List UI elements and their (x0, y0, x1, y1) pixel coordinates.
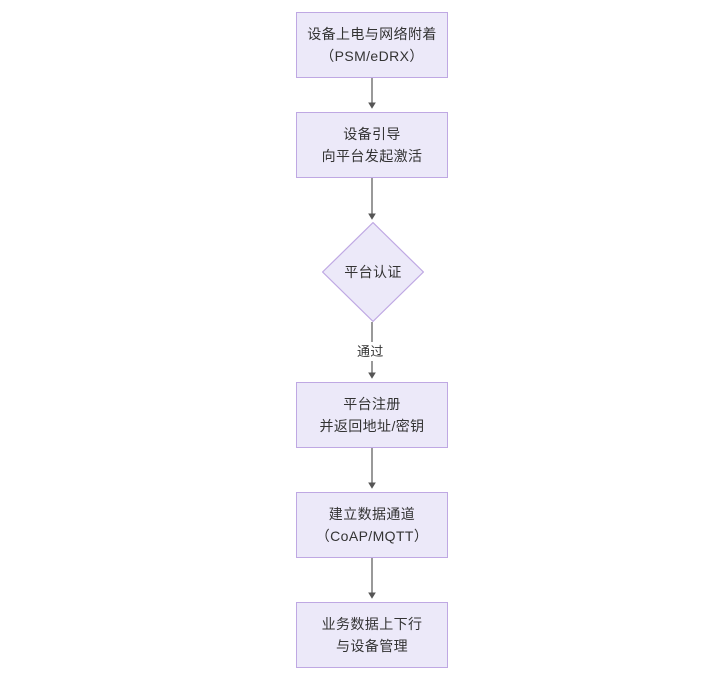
flow-node-line: 并返回地址/密钥 (319, 418, 425, 434)
flow-node-platform-authentication[interactable]: 平台认证 (322, 222, 424, 322)
flow-node-line: 与设备管理 (336, 638, 408, 654)
flow-node-device-bootstrap-activation[interactable]: 设备引导 向平台发起激活 (296, 112, 448, 178)
diamond-shape-icon (322, 222, 424, 322)
flow-node-line: （PSM/eDRX） (320, 48, 424, 64)
flow-node-line: 平台认证 (344, 264, 402, 280)
flow-node-line: （CoAP/MQTT） (315, 528, 429, 544)
flow-node-establish-data-channel[interactable]: 建立数据通道 （CoAP/MQTT） (296, 492, 448, 558)
flow-node-line: 设备引导 (343, 126, 401, 142)
edge-label-pass: 通过 (355, 342, 386, 361)
flow-node-line: 建立数据通道 (328, 506, 416, 522)
flow-node-business-data-device-management[interactable]: 业务数据上下行 与设备管理 (296, 602, 448, 668)
flow-node-line: 设备上电与网络附着 (307, 26, 437, 42)
flow-node-line: 向平台发起激活 (321, 148, 423, 164)
flow-node-platform-registration[interactable]: 平台注册 并返回地址/密钥 (296, 382, 448, 448)
flow-node-line: 平台注册 (343, 396, 401, 412)
flow-node-power-on-network-attach[interactable]: 设备上电与网络附着 （PSM/eDRX） (296, 12, 448, 78)
flow-node-line: 业务数据上下行 (321, 616, 423, 632)
